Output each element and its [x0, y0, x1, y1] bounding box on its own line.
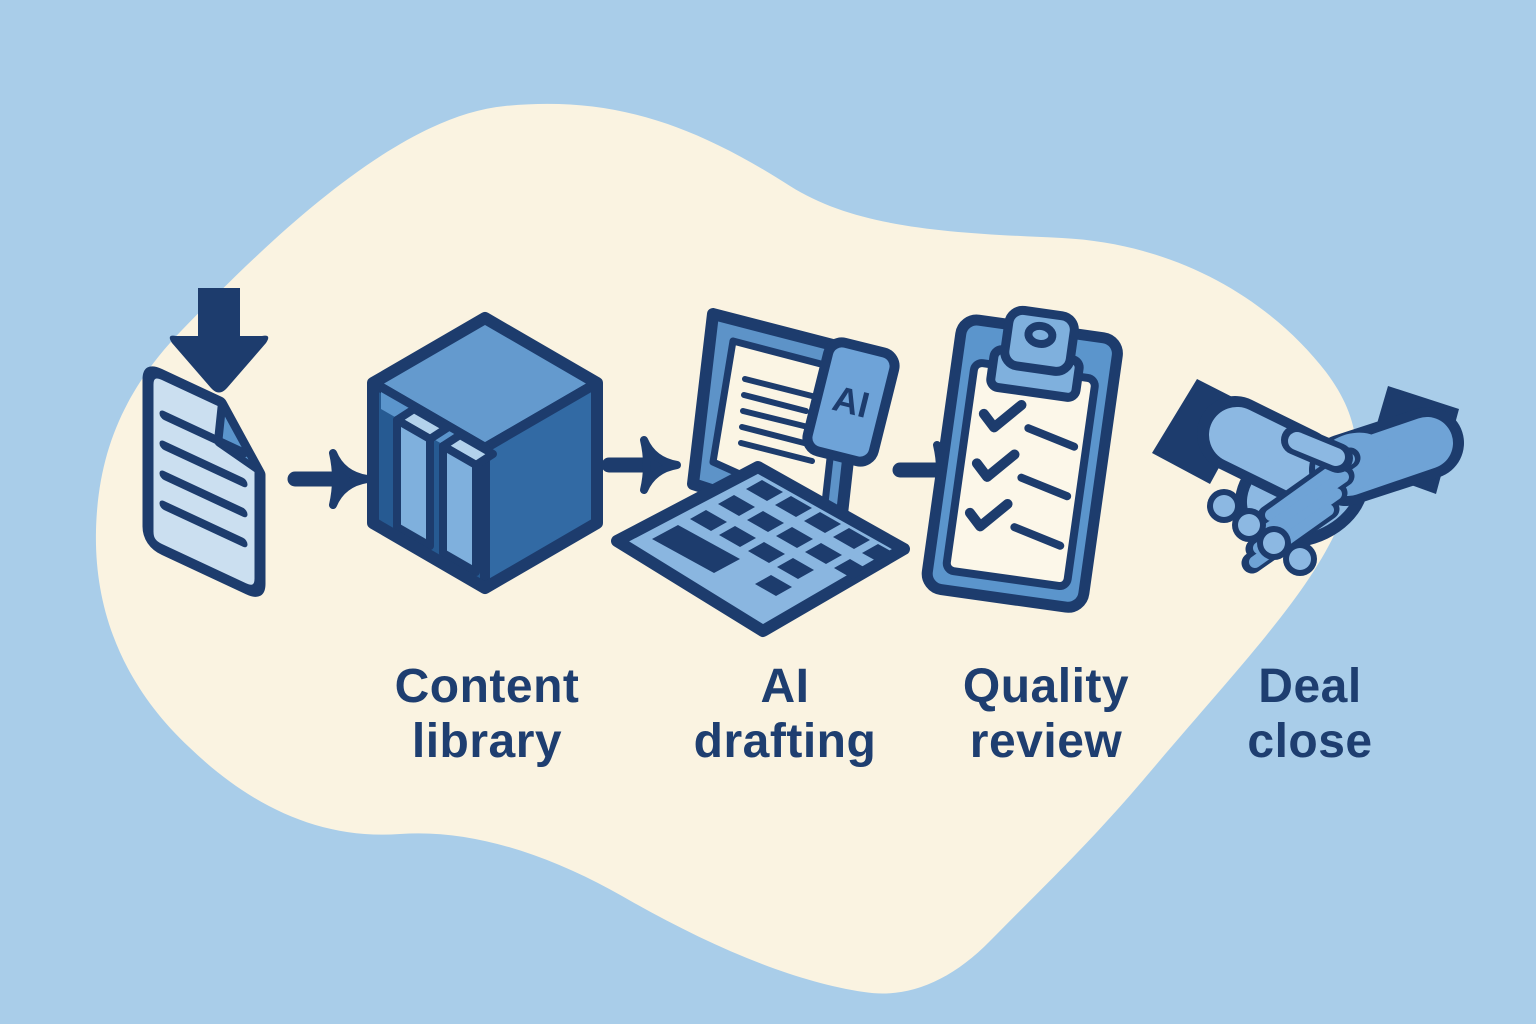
knuckle	[1238, 514, 1260, 536]
document-fold	[214, 400, 262, 475]
document-text-lines	[159, 410, 248, 548]
finger	[1258, 471, 1349, 538]
ai-badge-plate	[802, 337, 900, 467]
text-line	[742, 376, 815, 399]
text-line	[739, 424, 811, 447]
key	[746, 480, 783, 501]
book-1	[393, 405, 451, 550]
knuckle	[1213, 495, 1235, 517]
text-line	[741, 392, 809, 414]
screen-text-lines	[738, 376, 815, 464]
document-download-icon	[142, 288, 269, 597]
knuckle	[1289, 548, 1311, 570]
label-deal-close-line1: Deal	[1258, 660, 1361, 713]
label-ai-drafting-line1: AI	[761, 660, 810, 713]
label-quality-review-line1: Quality	[963, 660, 1129, 713]
book-2	[439, 431, 497, 576]
key	[748, 542, 785, 563]
key	[805, 543, 842, 564]
text-line	[738, 440, 815, 464]
text-line	[159, 410, 248, 458]
flow-arrow-2	[601, 436, 681, 494]
key	[804, 512, 841, 533]
key	[777, 558, 814, 579]
key	[747, 511, 784, 532]
handshake-icon	[1152, 379, 1464, 576]
checkmark-icon	[978, 399, 1027, 433]
cube-outline	[367, 312, 603, 594]
spacebar-key	[652, 525, 740, 573]
left-forearm	[1209, 407, 1326, 493]
book-front	[393, 416, 434, 550]
clip-hole	[1024, 321, 1057, 349]
key	[776, 527, 813, 548]
label-content-library-line2: library	[412, 715, 562, 768]
step-labels: Content library AI drafting Quality revi…	[395, 660, 1373, 768]
label-deal-close-line2: close	[1247, 715, 1372, 768]
key	[718, 495, 755, 516]
checklist-line	[1024, 424, 1079, 451]
checklist	[964, 399, 1079, 550]
text-line	[740, 408, 815, 431]
key	[690, 510, 727, 531]
content-library-cube-icon	[367, 312, 603, 594]
checkmark-icon	[971, 449, 1020, 482]
checklist-line	[1010, 523, 1065, 550]
text-line	[159, 500, 248, 548]
knuckle	[1263, 532, 1285, 554]
keyboard-keys	[652, 480, 896, 596]
ai-badge: AI	[802, 337, 900, 467]
flow-arrow-1	[287, 449, 371, 509]
arrow-head	[329, 449, 371, 509]
quality-review-clipboard-icon	[921, 305, 1123, 613]
left-hand-knuckles	[1207, 489, 1317, 576]
key	[862, 544, 896, 563]
label-content-library-line1: Content	[395, 660, 580, 713]
checklist-line	[1017, 473, 1072, 501]
label-ai-drafting-line2: drafting	[694, 715, 877, 768]
key	[755, 575, 792, 596]
key	[775, 496, 812, 517]
download-arrow-icon	[169, 288, 269, 393]
key	[834, 559, 869, 579]
checkmark-icon	[964, 499, 1013, 532]
text-line	[159, 470, 248, 518]
label-quality-review-line2: review	[970, 715, 1123, 768]
key	[833, 528, 870, 549]
text-line	[159, 440, 248, 488]
arrow-head	[640, 436, 681, 494]
thumb	[1288, 432, 1345, 466]
book-front	[439, 442, 480, 576]
ai-laptop-icon: AI	[611, 308, 910, 637]
key	[719, 526, 756, 547]
